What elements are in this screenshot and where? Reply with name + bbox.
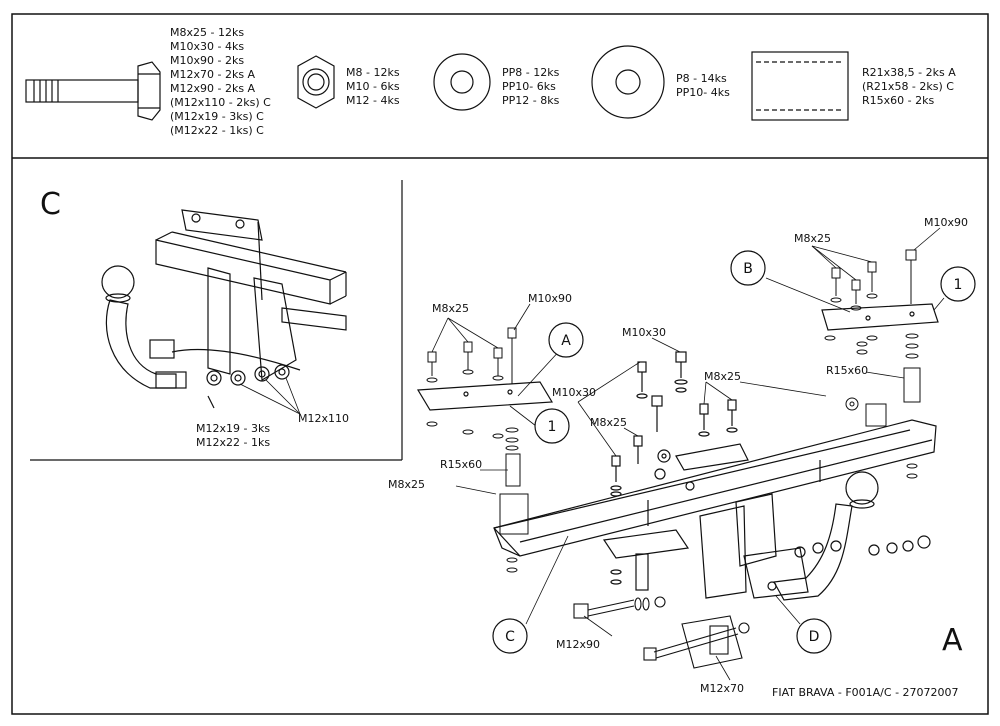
spacer-spec-list: R21x38,5 - 2ks A (R21x58 - 2ks) C R15x60… xyxy=(862,66,956,107)
m8x25-right-label: M8x25 xyxy=(794,232,831,245)
left-bolt-stack xyxy=(426,327,529,573)
callout-a-circle xyxy=(548,322,584,358)
flat-washer-icon xyxy=(433,53,491,111)
m8x25-left-label: M8x25 xyxy=(432,302,469,315)
m12x110-label: M12x110 xyxy=(298,412,349,425)
callout-b-label: B xyxy=(743,261,753,277)
spacer-tube-icon xyxy=(751,51,849,121)
large-washer-spec: PP10- 4ks xyxy=(676,86,730,99)
callout-c-circle xyxy=(492,618,528,654)
right-mounting-plate xyxy=(821,303,939,331)
bolt-icon xyxy=(25,61,161,121)
detail-c-letter: C xyxy=(40,187,61,222)
m8x25-bottom-left-label: M8x25 xyxy=(388,478,425,491)
m12x70-label: M12x70 xyxy=(700,682,744,695)
detail-c-frame xyxy=(30,180,403,461)
right-bolt-stack xyxy=(824,249,921,479)
r15x60-right-label: R15x60 xyxy=(826,364,868,377)
m10x30-mid-label: M10x30 xyxy=(552,386,596,399)
m10x90-right-label: M10x90 xyxy=(924,216,968,229)
m10x90-left-label: M10x90 xyxy=(528,292,572,305)
large-washer-spec-list: P8 - 14ks PP10- 4ks xyxy=(676,72,730,99)
callout-d-circle xyxy=(796,618,832,654)
callout-1-right-label: 1 xyxy=(954,277,963,293)
center-brackets xyxy=(602,351,777,599)
detail-c-hitch-drawing xyxy=(101,209,347,409)
bolt-spec: M8x25 - 12ks xyxy=(170,26,244,39)
detail-c-leaders xyxy=(239,377,301,415)
leader-lines xyxy=(431,227,945,681)
bolt-spec-list: M8x25 - 12ks M10x30 - 4ks M10x90 - 2ks M… xyxy=(170,26,271,137)
m12x22-note: M12x22 - 1ks xyxy=(196,436,270,449)
nut-spec-list: M8 - 12ks M10 - 6ks M12 - 4ks xyxy=(346,66,400,107)
callout-c-label: C xyxy=(505,629,515,645)
r15x60-left-label: R15x60 xyxy=(440,458,482,471)
nut-spec: M8 - 12ks xyxy=(346,66,400,79)
m8x25-upper-mid-label: M8x25 xyxy=(704,370,741,383)
spacer-spec: R15x60 - 2ks xyxy=(862,94,934,107)
view-a-letter: A xyxy=(942,623,963,658)
callout-1-left-label: 1 xyxy=(548,419,557,435)
bolt-spec: M10x30 - 4ks xyxy=(170,40,244,53)
bolt-spec: M12x70 - 2ks A xyxy=(170,68,256,81)
flat-washer-spec: PP8 - 12ks xyxy=(502,66,560,79)
flat-washer-spec: PP12 - 8ks xyxy=(502,94,560,107)
drawing-frame xyxy=(11,13,989,715)
m8x25-mid-label: M8x25 xyxy=(590,416,627,429)
bolt-spec: M12x90 - 2ks A xyxy=(170,82,256,95)
flat-washer-spec-list: PP8 - 12ks PP10- 6ks PP12 - 8ks xyxy=(502,66,560,107)
bolt-spec: (M12x22 - 1ks) C xyxy=(170,124,264,137)
left-mounting-plate xyxy=(416,381,554,411)
bolt-spec: M10x90 - 2ks xyxy=(170,54,244,67)
callout-a-label: A xyxy=(561,333,571,349)
spacer-spec: R21x38,5 - 2ks A xyxy=(862,66,956,79)
m12x19-note: M12x19 - 3ks xyxy=(196,422,270,435)
main-ball-hitch xyxy=(743,471,931,601)
m12x90-label: M12x90 xyxy=(556,638,600,651)
callout-b-circle xyxy=(730,250,766,286)
drawing-footer: FIAT BRAVA - F001A/C - 27072007 xyxy=(772,686,959,699)
main-crossbar xyxy=(493,419,937,557)
nut-spec: M10 - 6ks xyxy=(346,80,400,93)
callout-1-left-circle xyxy=(534,408,570,444)
callout-1-right-circle xyxy=(940,266,976,302)
bolt-spec: (M12x19 - 3ks) C xyxy=(170,110,264,123)
large-washer-spec: P8 - 14ks xyxy=(676,72,727,85)
callout-d-label: D xyxy=(809,629,820,645)
m10x30-top-label: M10x30 xyxy=(622,326,666,339)
bolt-spec: (M12x110 - 2ks) C xyxy=(170,96,271,109)
nut-icon xyxy=(297,55,335,109)
nut-spec: M12 - 4ks xyxy=(346,94,400,107)
bottom-fasteners xyxy=(573,596,750,669)
flat-washer-spec: PP10- 6ks xyxy=(502,80,556,93)
spacer-spec: (R21x58 - 2ks) C xyxy=(862,80,954,93)
large-washer-icon xyxy=(591,45,665,119)
